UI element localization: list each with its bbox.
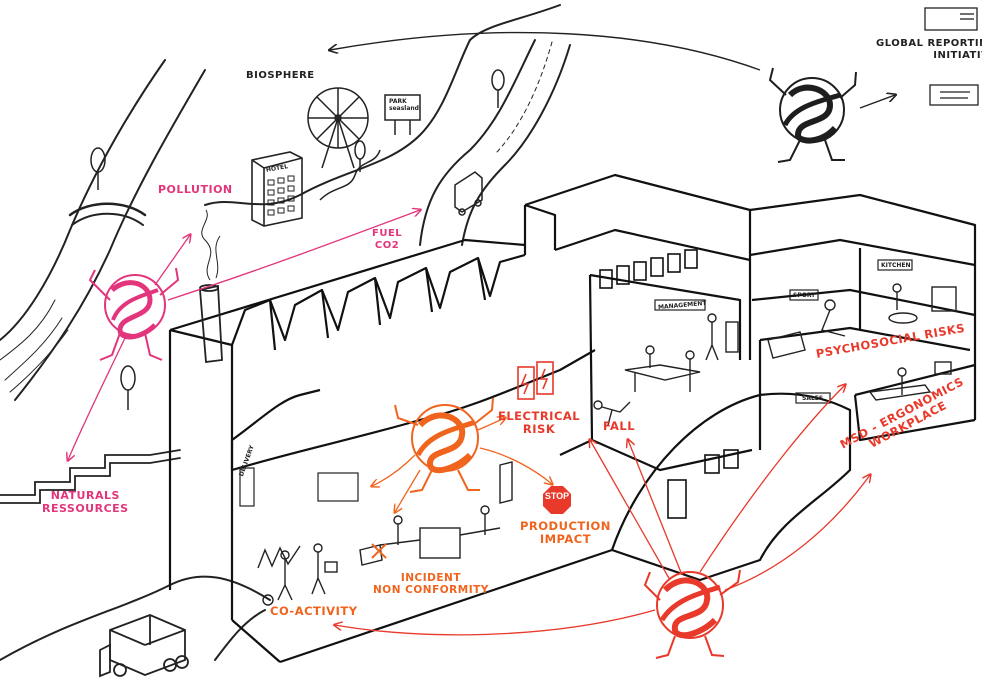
ressources-label: RESSOURCES [42,501,129,515]
incident-line2: NON CONFORMITY [373,584,489,597]
warehouse-details [667,449,739,519]
pink-arrows [68,210,420,460]
co2-label: CO2 [374,239,400,251]
park-sign [384,94,421,135]
production-impact-label: PRODUCTION IMPACT [520,519,611,547]
ferris-wheel [307,87,369,169]
global-reporting-line2: INITIATIVE [933,49,982,61]
chimney [199,209,223,364]
production-label: PRODUCTION [520,519,611,533]
tower-windows [599,249,698,289]
report-document-icon [924,7,979,106]
hotel-building [251,151,303,227]
factory-building [168,173,977,664]
incident-label: INCIDENT NON CONFORMITY [373,572,489,596]
fuel-co2-label: FUEL CO2 [372,228,402,251]
black-arrows [330,31,895,109]
global-reporting-line1: GLOBAL REPORTING [876,38,982,49]
impact-label: IMPACT [539,532,592,547]
pink-character [88,267,180,361]
orange-character [394,397,494,493]
fuel-label: FUEL [372,228,403,239]
delivery-truck [99,614,189,678]
sales-sign-text: SALES [802,395,824,402]
black-character [768,67,857,163]
fall-label: FALL [603,419,636,433]
red-arrows [335,385,870,636]
stop-sign-text: STOP [544,491,570,501]
biosphere-label: BIOSPHERE [246,70,315,81]
incident-cross-icon [371,543,387,559]
orange-arrows [372,418,552,512]
park-sign-text: PARK seasland [389,98,419,112]
pollution-label: POLLUTION [158,183,233,196]
stop-sign-icon [543,486,571,514]
road-truck [454,171,483,216]
incident-line1: INCIDENT [400,572,462,584]
electrical-label: ELECTRICAL [498,409,581,423]
electrical-panel-icon [517,361,554,400]
naturals-label: NATURALS [50,489,120,502]
trees [90,69,505,410]
electrical-risk-label: ELECTRICAL RISK [498,409,581,437]
naturals-ressources-label: NATURALS RESSOURCES [42,489,129,515]
kitchen-sign-text: KITCHEN [881,262,911,269]
workers-and-furniture [257,283,957,606]
roller-coaster [319,149,381,201]
risk-label: RISK [522,422,556,437]
park-sign-line2: seasland [389,105,419,112]
global-reporting-label: GLOBAL REPORTING INITIATIVE [876,38,982,61]
red-character [643,569,741,659]
co-activity-label: CO-ACTIVITY [270,604,358,618]
park-sign-line1: PARK [389,98,407,105]
sport-sign-text: SPORT [793,292,816,299]
room-signs [239,259,913,507]
